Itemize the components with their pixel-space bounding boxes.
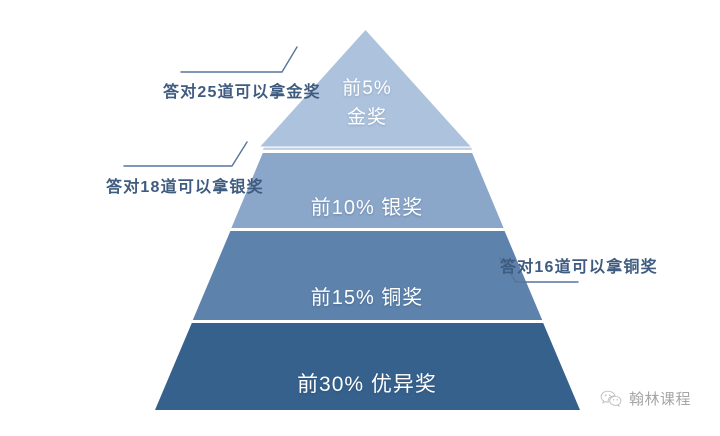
- wechat-icon: [600, 390, 622, 408]
- watermark-text: 翰林课程: [629, 391, 692, 408]
- pyramid-tier-gold: [260, 30, 471, 147]
- annotation-gold: 答对25道可以拿金奖: [163, 84, 321, 101]
- watermark: 翰林课程: [600, 388, 691, 409]
- pyramid-tier-bronze: [192, 231, 543, 320]
- annotation-bronze: 答对16道可以拿铜奖: [500, 259, 658, 276]
- pyramid-tier-silver-top-edge: [262, 147, 473, 150]
- pyramid-tier-silver: [231, 153, 504, 228]
- leader-line-gold: [180, 46, 298, 73]
- leader-line-silver: [123, 141, 248, 167]
- leader-line-bronze: [499, 257, 579, 283]
- pyramid-tier-merit: [155, 323, 580, 410]
- annotation-silver: 答对18道可以拿银奖: [106, 179, 264, 196]
